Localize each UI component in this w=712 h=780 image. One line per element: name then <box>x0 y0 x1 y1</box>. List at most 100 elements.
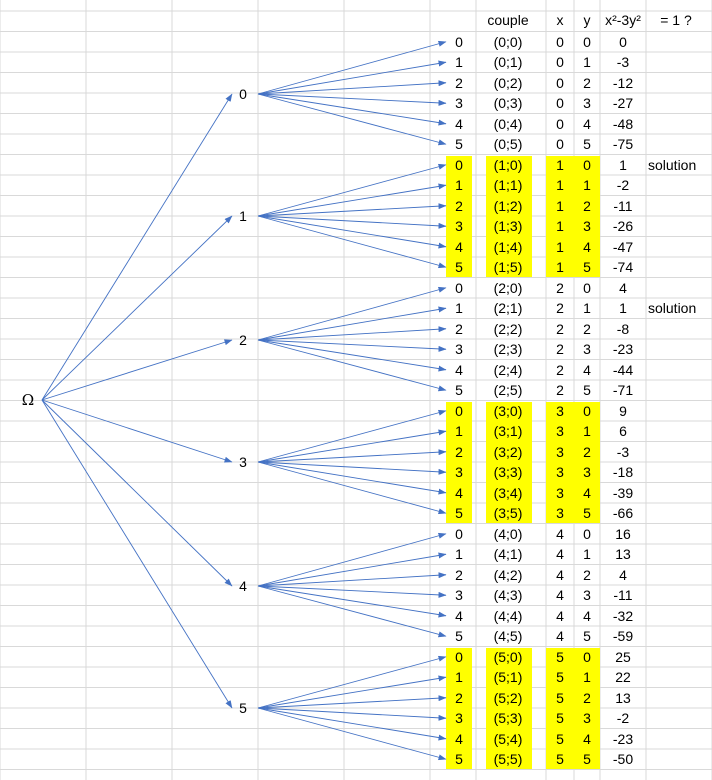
couple-cell: (3;4) <box>493 484 523 501</box>
x-cell: 0 <box>556 33 564 50</box>
couple-cell: (4;2) <box>493 566 523 583</box>
x-cell: 5 <box>556 689 564 706</box>
y-cell: 0 <box>583 156 591 173</box>
value-cell: -48 <box>612 115 634 132</box>
couple-cell: (5;0) <box>493 648 523 665</box>
x-cell: 2 <box>556 361 564 378</box>
branch-5-to-leaf <box>257 655 447 709</box>
value-cell: -11 <box>613 197 633 214</box>
branch-2-to-leaf <box>257 339 447 372</box>
value-cell: -23 <box>612 730 634 747</box>
solution-note <box>648 237 708 258</box>
couple-cell: (0;1) <box>493 54 523 70</box>
leaf-label: 4 <box>455 361 463 378</box>
highlight-band <box>486 155 532 277</box>
x-cell: 3 <box>556 484 564 501</box>
solution-note <box>648 421 708 442</box>
x-cell: 4 <box>556 546 564 562</box>
tree-node-0: 0 <box>239 86 247 102</box>
couple-cell: (3;0) <box>493 402 523 419</box>
branch-1-to-leaf <box>257 215 447 249</box>
tree-node-4: 4 <box>239 578 247 594</box>
couple-cell: (2;1) <box>493 300 523 316</box>
x-cell: 4 <box>556 628 564 644</box>
value-cell: -23 <box>612 341 634 357</box>
solution-note <box>648 462 708 483</box>
solution-note <box>648 585 708 606</box>
couple-cell: (2;3) <box>493 341 523 357</box>
couple-cell: (0;3) <box>493 95 523 111</box>
leaf-label: 1 <box>455 423 463 439</box>
solution-note <box>648 442 708 463</box>
couple-cell: (1;3) <box>493 218 523 234</box>
leaf-label: 1 <box>455 54 463 70</box>
solution-note <box>648 339 708 360</box>
value-cell: -59 <box>612 628 634 644</box>
value-cell: 4 <box>619 566 627 583</box>
solution-note <box>648 749 708 770</box>
branch-2-to-leaf <box>257 306 447 341</box>
tree-node-3: 3 <box>239 454 247 470</box>
couple-cell: (5;4) <box>493 730 523 747</box>
header-x: x <box>556 12 564 28</box>
branch-3-to-leaf <box>257 429 447 463</box>
couple-cell: (1;0) <box>493 156 523 173</box>
leaf-label: 3 <box>455 95 463 111</box>
value-cell: -66 <box>612 505 634 521</box>
x-cell: 1 <box>556 238 564 255</box>
branch-3-to-leaf <box>257 461 447 495</box>
leaf-label: 1 <box>455 300 463 316</box>
solution-note <box>648 483 708 504</box>
x-cell: 4 <box>556 566 564 583</box>
highlight-band <box>446 401 472 523</box>
value-cell: -2 <box>616 710 630 726</box>
branch-4-to-leaf <box>257 585 447 638</box>
x-cell: 1 <box>556 218 564 234</box>
branch-4-to-leaf <box>257 585 447 598</box>
leaf-label: 2 <box>455 443 463 460</box>
branch-5-to-leaf <box>257 707 447 741</box>
couple-cell: (1;1) <box>493 177 523 193</box>
y-cell: 5 <box>583 382 591 398</box>
leaf-label: 2 <box>455 689 463 706</box>
solution-note <box>648 216 708 237</box>
couple-cell: (2;4) <box>493 361 523 378</box>
y-cell: 4 <box>583 361 591 378</box>
x-cell: 0 <box>556 115 564 132</box>
leaf-label: 2 <box>455 566 463 583</box>
solution-note <box>648 708 708 729</box>
branch-0-to-leaf <box>257 80 447 95</box>
x-cell: 3 <box>556 423 564 439</box>
leaf-label: 0 <box>455 648 463 665</box>
leaf-label: 1 <box>455 177 463 193</box>
value-cell: -47 <box>612 238 634 255</box>
solution-note <box>648 32 708 53</box>
branch-root-to-5 <box>41 399 233 709</box>
solution-note: solution <box>648 156 697 173</box>
value-cell: -11 <box>613 587 633 603</box>
highlight-band <box>486 401 532 523</box>
x-cell: 2 <box>556 341 564 357</box>
y-cell: 3 <box>583 95 591 111</box>
couple-cell: (5;5) <box>493 751 523 767</box>
couple-cell: (4;1) <box>493 546 523 562</box>
branch-1-to-leaf <box>257 163 447 217</box>
x-cell: 4 <box>556 607 564 624</box>
tree-node-1: 1 <box>239 208 247 224</box>
header-test: = 1 ? <box>660 12 692 28</box>
solution-note <box>648 319 708 340</box>
y-cell: 5 <box>583 136 591 152</box>
x-cell: 4 <box>556 587 564 603</box>
solution-note <box>648 257 708 278</box>
solution-note <box>648 544 708 565</box>
branch-root-to-3 <box>41 399 233 463</box>
branch-5-to-leaf <box>257 707 447 721</box>
branch-4-to-leaf <box>257 572 447 587</box>
y-cell: 1 <box>583 669 591 685</box>
leaf-label: 4 <box>455 484 463 501</box>
value-cell: 22 <box>615 669 631 685</box>
value-cell: 25 <box>615 648 631 665</box>
leaf-label: 1 <box>455 669 463 685</box>
leaf-label: 3 <box>455 464 463 480</box>
x-cell: 0 <box>556 74 564 91</box>
